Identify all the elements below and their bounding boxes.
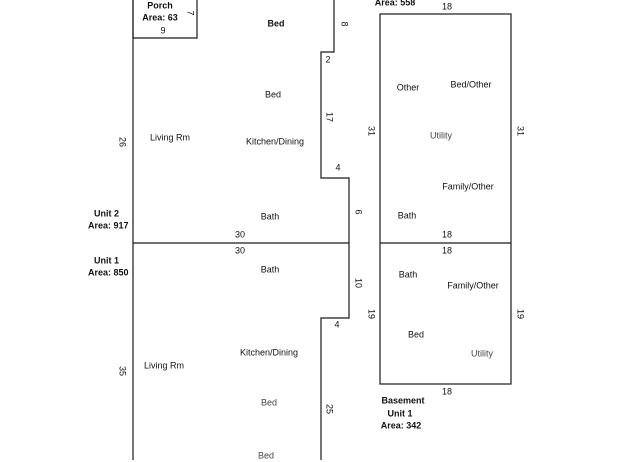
room-kitchen-lower: Kitchen/Dining	[239, 347, 299, 358]
room-kitchen-upper: Kitchen/Dining	[245, 136, 305, 147]
dim-lower-25: 25	[324, 403, 335, 415]
dim-upper-4: 4	[335, 162, 341, 173]
dim-upper-2: 2	[325, 54, 331, 65]
room-living-upper: Living Rm	[150, 132, 191, 143]
dim-upper-8: 8	[339, 21, 350, 27]
room-living-lower: Living Rm	[144, 360, 185, 371]
room-other: Other	[396, 82, 420, 93]
basement-label: Basement	[381, 395, 425, 406]
basement-area: Area: 342	[380, 420, 422, 431]
room-bath-right-upper: Bath	[397, 210, 417, 221]
room-family-other-lower: Family/Other	[447, 280, 499, 291]
unit2-area: Area: 917	[88, 220, 129, 231]
room-bed-other: Bed/Other	[450, 79, 492, 90]
basement-unit: Unit 1	[387, 408, 413, 419]
dim-lower-left: 35	[117, 365, 128, 377]
room-bed-upper-2: Bed	[264, 89, 282, 100]
dim-lower-divider: 30	[234, 245, 246, 256]
porch-label: Porch	[147, 0, 173, 11]
right-building-outline	[379, 13, 512, 385]
dim-upper-6: 6	[353, 209, 364, 215]
unit1-area: Area: 850	[88, 267, 129, 278]
room-bath-right-lower: Bath	[398, 269, 418, 280]
right-upper-dim-bottom: 18	[441, 229, 453, 240]
dim-upper-left: 26	[117, 136, 128, 148]
right-lower-dim-left: 19	[366, 308, 377, 320]
right-upper-dim-top: 18	[441, 1, 453, 12]
room-bed-lower-2: Bed	[257, 450, 275, 461]
main-building-right-wall	[320, 0, 350, 460]
right-upper-dim-left: 31	[366, 125, 377, 137]
porch-area: Area: 63	[142, 12, 178, 23]
unit2-name: Unit 2	[94, 208, 120, 219]
right-lower-dim-right: 19	[515, 308, 526, 320]
right-upper-dim-right: 31	[515, 125, 526, 137]
dim-upper-divider: 30	[234, 229, 246, 240]
room-family-other-upper: Family/Other	[442, 181, 494, 192]
room-utility-lower: Utility	[471, 348, 493, 359]
unit1-name: Unit 1	[94, 255, 120, 266]
right-lower-dim-bottom: 18	[441, 386, 453, 397]
right-upper-area: Area: 558	[374, 0, 416, 8]
porch-dim-bottom: 9	[160, 25, 166, 36]
room-bath-upper: Bath	[260, 211, 280, 222]
right-lower-dim-top: 18	[441, 245, 453, 256]
dim-lower-4: 4	[334, 319, 340, 330]
room-utility-upper: Utility	[430, 130, 452, 141]
dim-lower-10: 10	[353, 277, 364, 289]
room-bed-right-lower: Bed	[407, 329, 425, 340]
room-bath-lower: Bath	[260, 264, 280, 275]
porch-dim-right: 7	[185, 10, 196, 16]
room-bed-upper-1: Bed	[267, 18, 285, 29]
room-bed-lower-1: Bed	[260, 397, 278, 408]
dim-upper-17: 17	[324, 111, 335, 123]
